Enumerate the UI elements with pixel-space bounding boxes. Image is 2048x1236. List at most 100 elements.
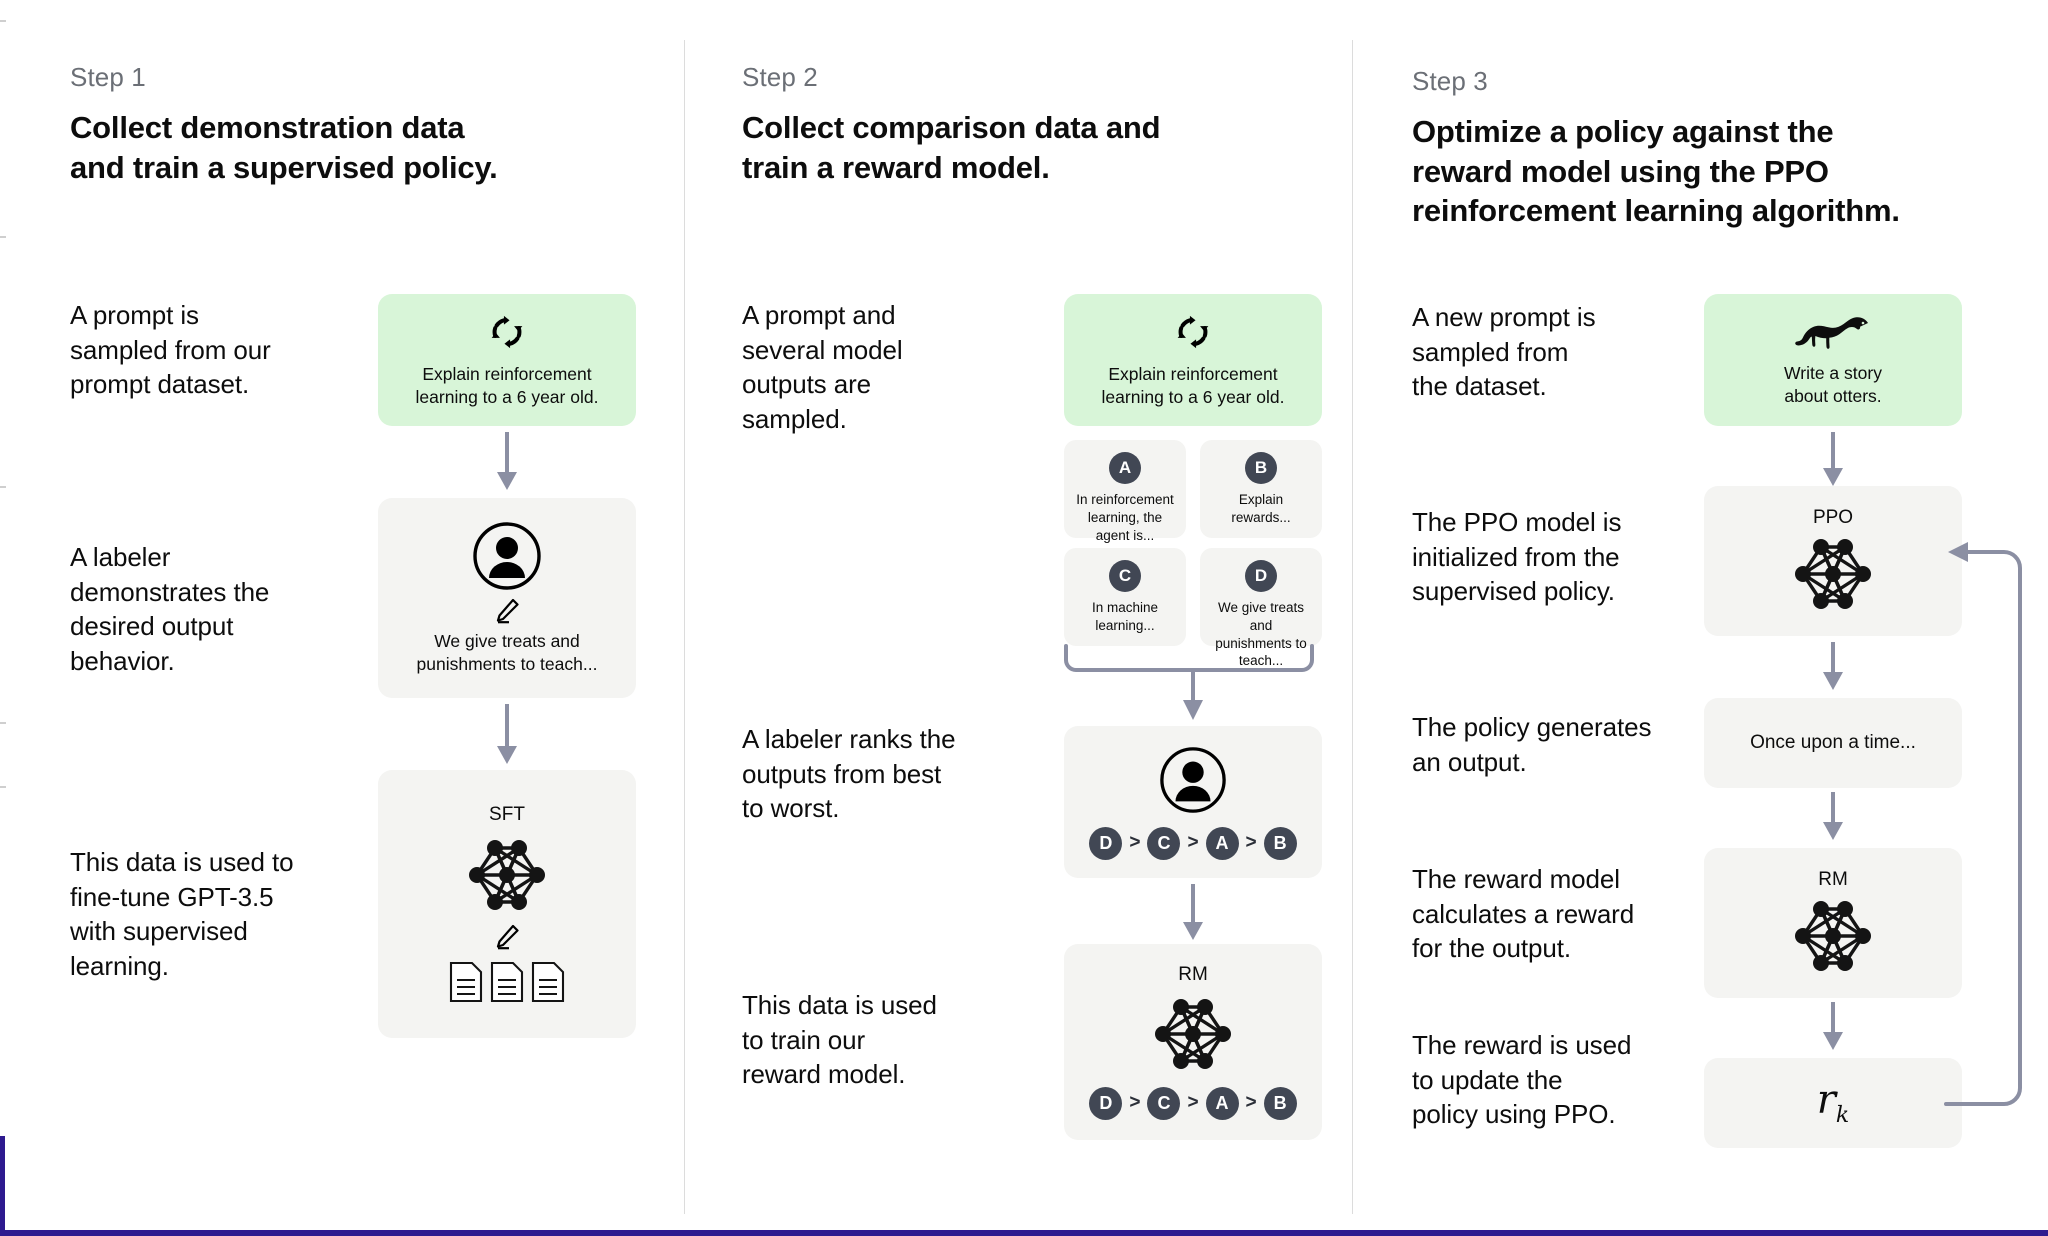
- step-1-prompt-card[interactable]: Explain reinforcement learning to a 6 ye…: [378, 294, 636, 426]
- step-3-reward-card[interactable]: rk: [1704, 1058, 1962, 1148]
- edge-artifact-5: [0, 786, 6, 788]
- step-1-sft-card[interactable]: SFT: [378, 770, 636, 1038]
- step-3-arrow-1: [1823, 432, 1843, 486]
- step-2-output-caption-d: We give treats and punishments to teach.…: [1215, 600, 1307, 669]
- pencil-icon: [493, 596, 521, 624]
- person-circle-icon: [471, 520, 543, 592]
- neural-network-icon: [1783, 533, 1883, 615]
- step-1-paragraph-1: A prompt is sampled from our prompt data…: [70, 300, 271, 400]
- step-1-prompt-caption: Explain reinforcement learning to a 6 ye…: [415, 363, 599, 407]
- step-1-arrow-1: [497, 432, 517, 490]
- rank-badge-3: A: [1205, 826, 1239, 860]
- step-1-paragraph-2: A labeler demonstrates the desired outpu…: [70, 542, 270, 676]
- reward-symbol-k: k: [1835, 1102, 1850, 1128]
- step-2-rm-card[interactable]: RM: [1064, 944, 1322, 1140]
- step-3-paragraph-2: The PPO model is initialized from the su…: [1412, 507, 1622, 607]
- reward-symbol-r: r: [1816, 1076, 1836, 1123]
- step-3-prompt-card[interactable]: Write a story about otters.: [1704, 294, 1962, 426]
- step-2-output-card-b[interactable]: B Explain rewards...: [1200, 440, 1322, 538]
- column-divider-1: [684, 40, 685, 1214]
- step-2-output-card-d[interactable]: D We give treats and punishments to teac…: [1200, 548, 1322, 668]
- step-1-paragraph-3: This data is used to fine-tune GPT-3.5 w…: [70, 847, 294, 981]
- step-2-output-card-a[interactable]: A In reinforcement learning, the agent i…: [1064, 440, 1186, 543]
- window-frame-bottom: [0, 1230, 2048, 1236]
- step-1-labeler-card[interactable]: We give treats and punishments to teach.…: [378, 498, 636, 698]
- badge-b: B: [1245, 452, 1277, 484]
- neural-network-icon: [1143, 993, 1243, 1075]
- step-3-column: Step 3 Optimize a policy against the rew…: [1368, 0, 2048, 1185]
- step-1-sft-title: SFT: [489, 803, 525, 825]
- step-2-label: Step 2: [742, 62, 818, 92]
- step-3-arrow-4: [1823, 1002, 1843, 1050]
- pencil-icon: [493, 922, 521, 950]
- step-1-labeler-caption: We give treats and punishments to teach.…: [416, 630, 598, 674]
- step-2-prompt-card[interactable]: Explain reinforcement learning to a 6 ye…: [1064, 294, 1322, 426]
- step-1-column: Step 1 Collect demonstration data and tr…: [0, 0, 684, 1185]
- step-1-arrow-2: [497, 704, 517, 764]
- step-2-title-line-2: train a reward model.: [742, 149, 1050, 185]
- badge-a: A: [1109, 452, 1141, 484]
- step-3-paragraph-1: A new prompt is sampled from the dataset…: [1412, 302, 1596, 402]
- rank-badge-2: C: [1147, 826, 1181, 860]
- window-frame-left: [0, 1136, 5, 1236]
- step-3-paragraph-3: The policy generates an output.: [1412, 712, 1652, 777]
- rm-rank-separator-1: >: [1129, 1092, 1141, 1114]
- steps-container: Step 1 Collect demonstration data and tr…: [0, 0, 2048, 1185]
- badge-d: D: [1245, 560, 1277, 592]
- rank-badge-4: B: [1263, 826, 1297, 860]
- edge-artifact-1: [0, 20, 6, 22]
- person-circle-icon: [1158, 745, 1228, 815]
- rank-separator-2: >: [1187, 832, 1199, 853]
- step-2-column: Step 2 Collect comparison data and train…: [684, 0, 1368, 1185]
- step-2-ranking-card[interactable]: D > C > A > B: [1064, 726, 1322, 878]
- edge-artifact-2: [0, 236, 6, 238]
- rm-rank-badge-4: B: [1263, 1086, 1297, 1120]
- step-3-title-line-2: reward model using the PPO: [1412, 153, 1829, 189]
- step-2-paragraph-3: This data is used to train our reward mo…: [742, 990, 937, 1090]
- step-3-ppo-card[interactable]: PPO: [1704, 486, 1962, 636]
- rank-separator-1: >: [1129, 832, 1141, 853]
- step-3-paragraph-5: The reward is used to update the policy …: [1412, 1030, 1632, 1130]
- step-3-output-card[interactable]: Once upon a time...: [1704, 698, 1962, 788]
- step-3-rm-card[interactable]: RM: [1704, 848, 1962, 998]
- step-1-title-line-2: and train a supervised policy.: [70, 149, 498, 185]
- step-2-rm-ranking-row: D > C > A > B: [1089, 1086, 1297, 1120]
- step-2-bracket-arrow: [1064, 644, 1314, 720]
- badge-c: C: [1109, 560, 1141, 592]
- column-divider-2: [1352, 40, 1353, 1214]
- documents-icon: [448, 960, 566, 1004]
- step-3-ppo-title: PPO: [1812, 506, 1854, 528]
- step-3-paragraph-4: The reward model calculates a reward for…: [1412, 864, 1635, 964]
- step-3-rm-title: RM: [1818, 868, 1848, 890]
- reward-symbol: rk: [1817, 1080, 1849, 1127]
- neural-network-icon: [1783, 895, 1883, 977]
- step-2-paragraph-2: A labeler ranks the outputs from best to…: [742, 724, 956, 824]
- cycle-arrows-icon: [486, 311, 528, 353]
- rank-separator-3: >: [1245, 832, 1257, 853]
- step-1-label: Step 1: [70, 62, 146, 92]
- rm-rank-separator-3: >: [1245, 1092, 1257, 1114]
- neural-network-icon: [457, 834, 557, 916]
- step-1-title-line-1: Collect demonstration data: [70, 110, 465, 145]
- step-3-prompt-caption: Write a story about otters.: [1784, 362, 1882, 406]
- rm-rank-badge-3: A: [1205, 1086, 1239, 1120]
- edge-artifact-4: [0, 722, 6, 724]
- rm-rank-badge-2: C: [1147, 1086, 1181, 1120]
- step-3-feedback-loop: [1944, 542, 2022, 1106]
- step-2-rm-title: RM: [1178, 964, 1208, 986]
- step-3-arrow-3: [1823, 792, 1843, 840]
- step-2-arrow-to-rm: [1183, 884, 1203, 940]
- step-2-title: Collect comparison data and train a rewa…: [742, 108, 1322, 187]
- edge-artifact-3: [0, 486, 6, 488]
- rank-badge-1: D: [1089, 826, 1123, 860]
- step-2-output-caption-a: In reinforcement learning, the agent is.…: [1076, 492, 1174, 543]
- rm-rank-badge-1: D: [1089, 1086, 1123, 1120]
- step-2-output-card-c[interactable]: C In machine learning...: [1064, 548, 1186, 646]
- step-2-paragraph-1: A prompt and several model outputs are s…: [742, 300, 903, 434]
- step-1-title: Collect demonstration data and train a s…: [70, 108, 630, 187]
- step-3-label: Step 3: [1412, 66, 1488, 96]
- step-2-title-line-1: Collect comparison data and: [742, 110, 1161, 145]
- step-3-arrow-2: [1823, 642, 1843, 690]
- step-2-ranking-row: D > C > A > B: [1089, 826, 1297, 860]
